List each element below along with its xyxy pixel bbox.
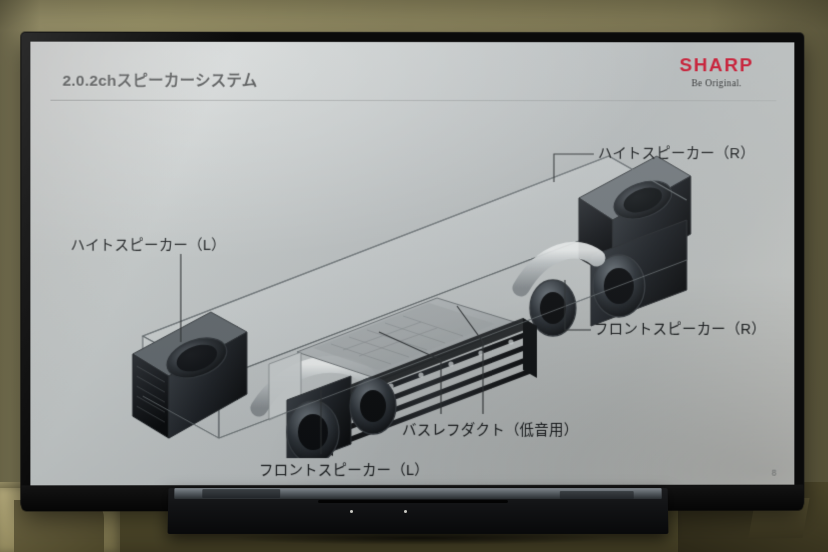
- front-speaker-right-assembly: [590, 219, 688, 327]
- sharp-logo: SHARP Be Original.: [661, 55, 773, 90]
- soundbar-top-pad-right: [559, 491, 634, 500]
- driver-left-mid: [349, 377, 397, 435]
- title-divider: [50, 99, 777, 102]
- soundbar-led-indicator-2: [403, 510, 408, 513]
- soundbar-top-grille: [318, 500, 508, 504]
- height-speaker-left-assembly: [131, 311, 248, 439]
- port-tube-right: [512, 242, 606, 297]
- presentation-slide: 2.0.2chスピーカーシステム SHARP Be Original.: [30, 41, 795, 489]
- television: 2.0.2chスピーカーシステム SHARP Be Original.: [21, 32, 804, 512]
- soundbar-led-indicator-1: [349, 510, 354, 513]
- page-number: 8: [771, 467, 777, 478]
- wall-shadow-top: [0, 0, 828, 30]
- callout-front-speaker-right: フロントスピーカー（R）: [593, 321, 766, 338]
- soundbar-xray-diagram: [91, 138, 701, 459]
- soundbar-top-pad-left: [202, 489, 281, 499]
- callout-bass-reflex-duct: バスレフダクト（低音用）: [401, 422, 579, 440]
- brand-tagline: Be Original.: [691, 79, 742, 90]
- callout-height-speaker-right: ハイトスピーカー（R）: [597, 146, 755, 163]
- page-title: 2.0.2chスピーカーシステム: [62, 72, 258, 90]
- callout-height-speaker-left: ハイトスピーカー（L）: [70, 237, 226, 254]
- soundbar-device: [167, 488, 669, 534]
- brand-wordmark: SHARP: [679, 55, 754, 77]
- soundbar-shadow: [150, 530, 690, 546]
- callout-front-speaker-left: フロントスピーカー（L）: [258, 462, 429, 480]
